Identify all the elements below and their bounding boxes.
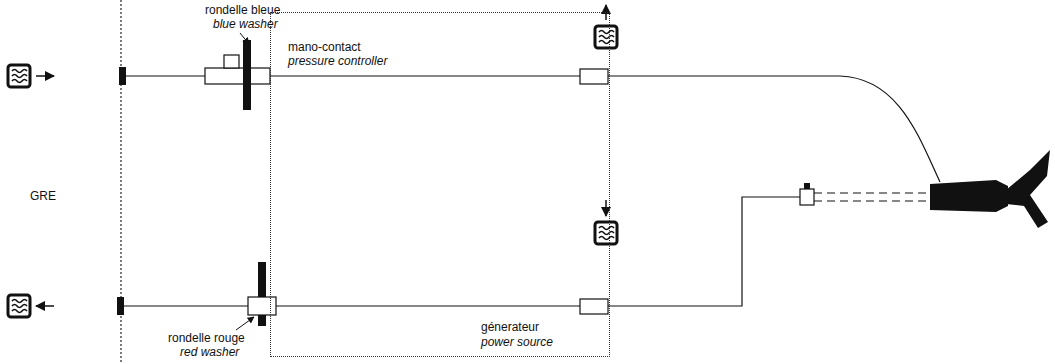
- part-label: pressure controller: [288, 54, 387, 68]
- blue-washer: [243, 40, 251, 110]
- part-label: rondelle bleue: [205, 3, 280, 17]
- coupling: [119, 67, 126, 85]
- part-label: blue washer: [213, 17, 278, 31]
- region-label: génerateur: [481, 320, 539, 335]
- part-label: mano-contact: [288, 40, 361, 54]
- blue-washer: [243, 68, 251, 84]
- flow-arrow: [36, 305, 54, 307]
- hose: [608, 76, 940, 182]
- coupling: [117, 297, 124, 315]
- hose: [814, 200, 930, 201]
- part-label: red washer: [180, 345, 239, 359]
- region-label: power source: [481, 335, 553, 350]
- hose: [276, 305, 580, 306]
- hose: [126, 75, 205, 76]
- fitting: [580, 299, 608, 314]
- water-symbol: [595, 26, 617, 48]
- flow-arrow: [36, 75, 54, 77]
- water-symbol: [8, 65, 30, 87]
- flow-arrow: [605, 200, 607, 216]
- part-label: GRE: [30, 189, 56, 203]
- hose: [270, 75, 580, 76]
- part-label: rondelle rouge: [168, 331, 245, 345]
- torch-head: [1006, 150, 1050, 228]
- connector: [800, 189, 814, 205]
- hose: [124, 305, 248, 306]
- hose: [814, 192, 930, 193]
- leader-line: [236, 317, 254, 330]
- fitting: [580, 69, 608, 84]
- fitting: [248, 297, 276, 315]
- red-washer: [258, 262, 266, 326]
- hose: [608, 197, 800, 306]
- water-symbol: [595, 222, 617, 244]
- leader-line: [240, 33, 249, 44]
- torch: [930, 180, 1008, 212]
- water-symbol: [8, 295, 30, 317]
- pressure-switch: [224, 55, 239, 68]
- connector-cap: [804, 183, 810, 189]
- fitting: [205, 68, 270, 84]
